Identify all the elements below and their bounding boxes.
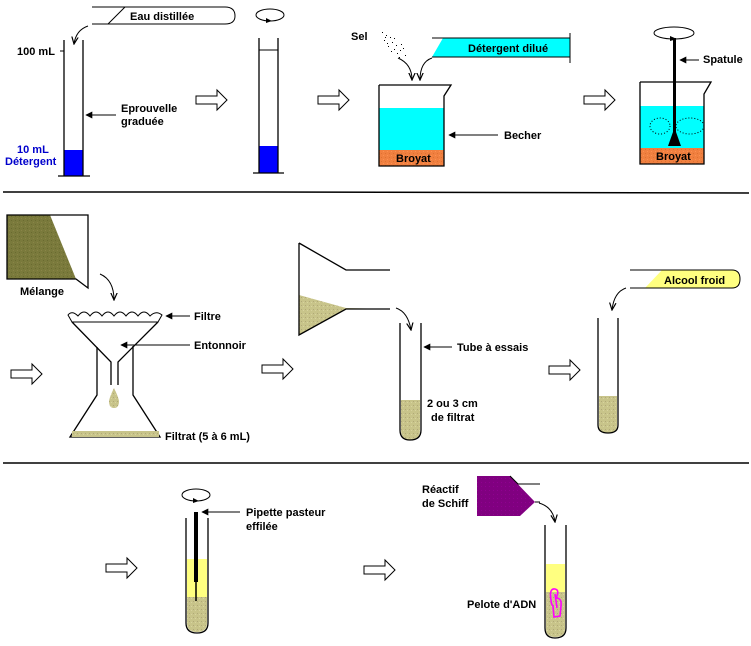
detergent-fill [64, 150, 83, 176]
flow-arrow-icon [261, 357, 294, 381]
reactif-label-1: Réactif [422, 484, 459, 496]
eprouvette-label-1: Eprouvelle [121, 103, 177, 115]
filtrat-layer [187, 597, 207, 632]
step-3-beaker: Sel Détergent dilué Broyat Becher [351, 31, 571, 167]
broyat-label-2: Broyat [656, 151, 691, 163]
entonnoir [71, 321, 159, 385]
alcool-bottle-fill [645, 270, 740, 288]
spatule-icon [668, 38, 681, 146]
solution-fill [379, 108, 444, 150]
melange-container [6, 214, 89, 290]
particles [649, 117, 705, 135]
eprouvette-label-2: graduée [121, 116, 164, 128]
filtrat-label: Filtrat (5 à 6 mL) [165, 431, 250, 443]
filtrat-tube-fill [599, 396, 617, 433]
filtrat-fill [72, 431, 159, 437]
pour-arrow [74, 25, 89, 44]
pipette-label-1: Pipette pasteur [246, 507, 326, 519]
pour-arrow [99, 273, 114, 300]
schiff-bottle-neck [509, 475, 540, 503]
detergent-label: Détergent [5, 156, 57, 168]
filtrat-qty-2: de filtrat [431, 412, 475, 424]
test-tube [597, 318, 619, 434]
pour-arrow [538, 502, 555, 522]
flow-arrow-icon [195, 88, 228, 112]
becher-label: Becher [504, 130, 542, 142]
step-9-schiff: Réactif de Schiff Pelote d'ADN [422, 475, 567, 639]
step-1-graduated-cylinder: Eau distillée 100 mL 10 mL Détergent Epr… [5, 6, 236, 177]
detergent-fill [259, 146, 278, 173]
drop-icon [109, 388, 119, 408]
row-separator [3, 191, 750, 194]
rotation-icon [181, 488, 211, 502]
detergent-dilue-label: Détergent dilué [468, 43, 548, 55]
pipette-label-2: effilée [246, 521, 278, 533]
salt-particles-icon [382, 32, 406, 58]
flow-arrow-icon [363, 558, 396, 582]
test-tube [185, 518, 209, 634]
graduated-cylinder [58, 40, 90, 177]
test-tube [544, 525, 567, 639]
flow-arrow-icon [583, 88, 616, 112]
step-6-test-tube: Tube à essais 2 ou 3 cm de filtrat [298, 242, 528, 441]
eau-distillee-bottle [92, 6, 236, 25]
pipette-pasteur-icon [194, 512, 198, 582]
pour-arrow [395, 307, 411, 330]
rotation-icon [255, 8, 285, 22]
step-5-filtration: Mélange Filtre Entonnoir Filtrat (5 à 6 … [6, 214, 250, 443]
filtre-label: Filtre [194, 311, 221, 323]
volume-100-label: 100 mL [17, 46, 55, 58]
eau-distillee-label: Eau distillée [130, 11, 194, 23]
rotation-arrowhead-icon [193, 498, 199, 503]
schiff-bottle [477, 476, 535, 516]
broyat-fill [640, 148, 704, 164]
spatule-label: Spatule [703, 54, 743, 66]
flow-arrow-icon [10, 362, 43, 386]
tube-essais [399, 323, 422, 441]
rotation-icon [653, 26, 695, 40]
flow-arrow-icon [105, 556, 138, 580]
melange-label: Mélange [20, 286, 64, 298]
graduated-cylinder [253, 38, 284, 174]
broyat-fill [379, 150, 444, 166]
filtre [67, 311, 163, 323]
becher [639, 81, 713, 165]
pelote-adn-icon [549, 588, 562, 618]
rotation-arrowhead-icon [266, 18, 272, 23]
melange-fill [7, 215, 76, 279]
alcool-layer [546, 564, 565, 592]
entonnoir-label: Entonnoir [194, 340, 247, 352]
step-8-pipette: Pipette pasteur effilée [181, 488, 326, 634]
sel-label: Sel [351, 31, 368, 43]
volume-10-label: 10 mL [17, 144, 49, 156]
pelote-label: Pelote d'ADN [467, 599, 536, 611]
reactif-label-2: de Schiff [422, 498, 469, 510]
alcool-bottle [630, 269, 741, 289]
filtrat-qty-1: 2 ou 3 cm [427, 398, 478, 410]
pour-arrow [612, 287, 627, 310]
flow-arrow-icon [317, 88, 350, 112]
bottle-outline [432, 33, 571, 63]
step-2-mix-cylinder [253, 8, 285, 174]
salt-pour-arrow [397, 57, 412, 80]
broyat-label: Broyat [396, 153, 431, 165]
step-4-stir: Spatule Broyat [639, 26, 743, 165]
tilted-flask [298, 242, 390, 337]
alcool-froid-label: Alcool froid [664, 275, 725, 287]
flow-arrow-icon [548, 358, 581, 382]
step-7-alcool: Alcool froid [597, 269, 741, 434]
filtrat-flask-fill [299, 295, 390, 335]
tube-essais-label: Tube à essais [457, 342, 528, 354]
becher [378, 84, 453, 167]
filtrat-tube-fill [401, 400, 420, 440]
bottle-glare [432, 38, 443, 50]
detergent-pour-arrow [420, 57, 433, 80]
detergent-dilue-bottle [432, 38, 570, 57]
